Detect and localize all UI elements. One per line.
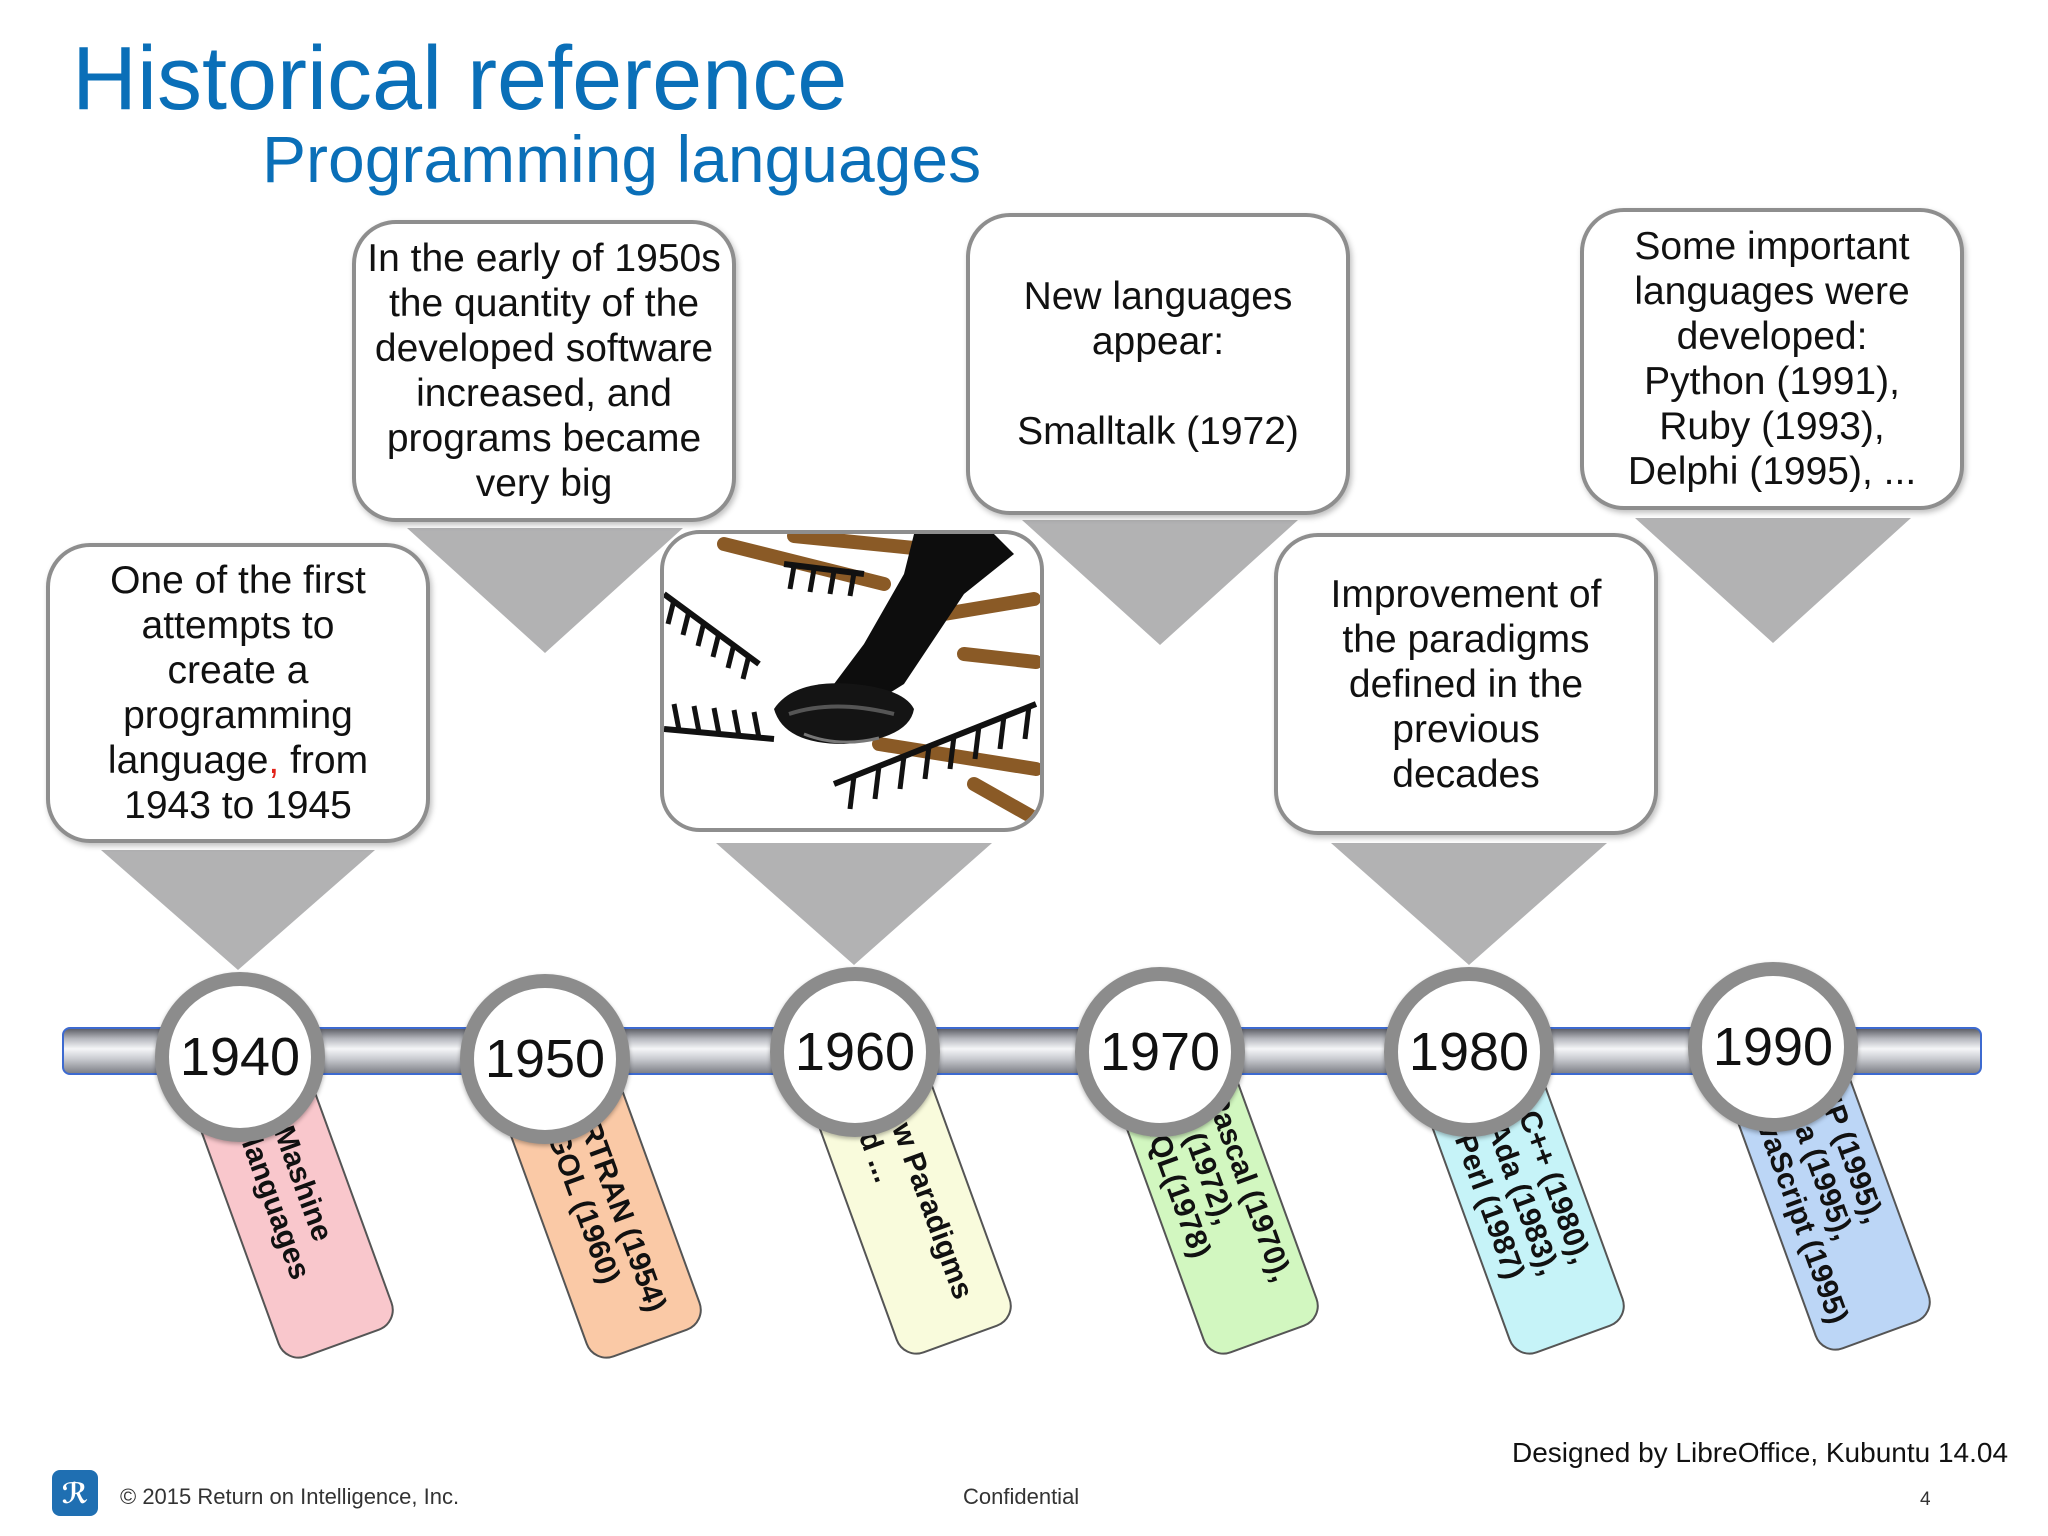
decade-1960: 1960	[770, 967, 940, 1137]
callout-1990: Some important languages were developed:…	[1580, 208, 1964, 510]
copyright-text: © 2015 Return on Intelligence, Inc.	[120, 1484, 460, 1509]
company-logo: ℛ	[52, 1470, 98, 1516]
slide-subtitle: Programming languages	[262, 122, 982, 196]
callout-1950: In the early of 1950s the quantity of th…	[352, 220, 736, 522]
callout-1940-text: One of the first attempts to create a pr…	[107, 559, 366, 782]
callout-1940-comma: ,	[268, 739, 280, 782]
callout-pointer-1950	[407, 528, 683, 653]
designed-by-note: Designed by LibreOffice, Kubuntu 14.04	[1512, 1437, 2009, 1468]
callout-1970-text: New languages appear: Smalltalk (1972)	[1017, 275, 1299, 453]
decade-1950: 1950	[460, 974, 630, 1144]
callout-1980-text: Improvement of the paradigms defined in …	[1330, 572, 1602, 796]
decade-1990: 1990	[1688, 962, 1858, 1132]
callout-pointer-1980	[1331, 843, 1607, 965]
callout-1970: New languages appear: Smalltalk (1972)	[966, 213, 1350, 515]
callout-1940: One of the first attempts to create a pr…	[46, 543, 430, 843]
decade-1970: 1970	[1075, 967, 1245, 1137]
callout-pointer-1960	[716, 843, 992, 965]
tag-1940-text: Mashine languages	[234, 1121, 339, 1284]
decade-1940: 1940	[155, 972, 325, 1142]
callout-pointer-1990	[1635, 518, 1911, 643]
decade-1980: 1980	[1384, 967, 1554, 1137]
slide-title: Historical reference	[72, 29, 848, 129]
confidential-label: Confidential	[963, 1484, 1080, 1509]
rake-illustration	[660, 530, 1044, 832]
page-number: 4	[1920, 1489, 1931, 1510]
callout-1950-text: In the early of 1950s the quantity of th…	[367, 237, 721, 505]
callout-1940-text-end: from 1943 to 1945	[124, 739, 369, 827]
callout-pointer-1940	[101, 850, 375, 970]
callout-pointer-1970	[1022, 520, 1298, 645]
callout-1980: Improvement of the paradigms defined in …	[1274, 533, 1658, 835]
timeline-bar	[62, 1027, 1982, 1075]
callout-1990-text: Some important languages were developed:…	[1627, 225, 1917, 493]
